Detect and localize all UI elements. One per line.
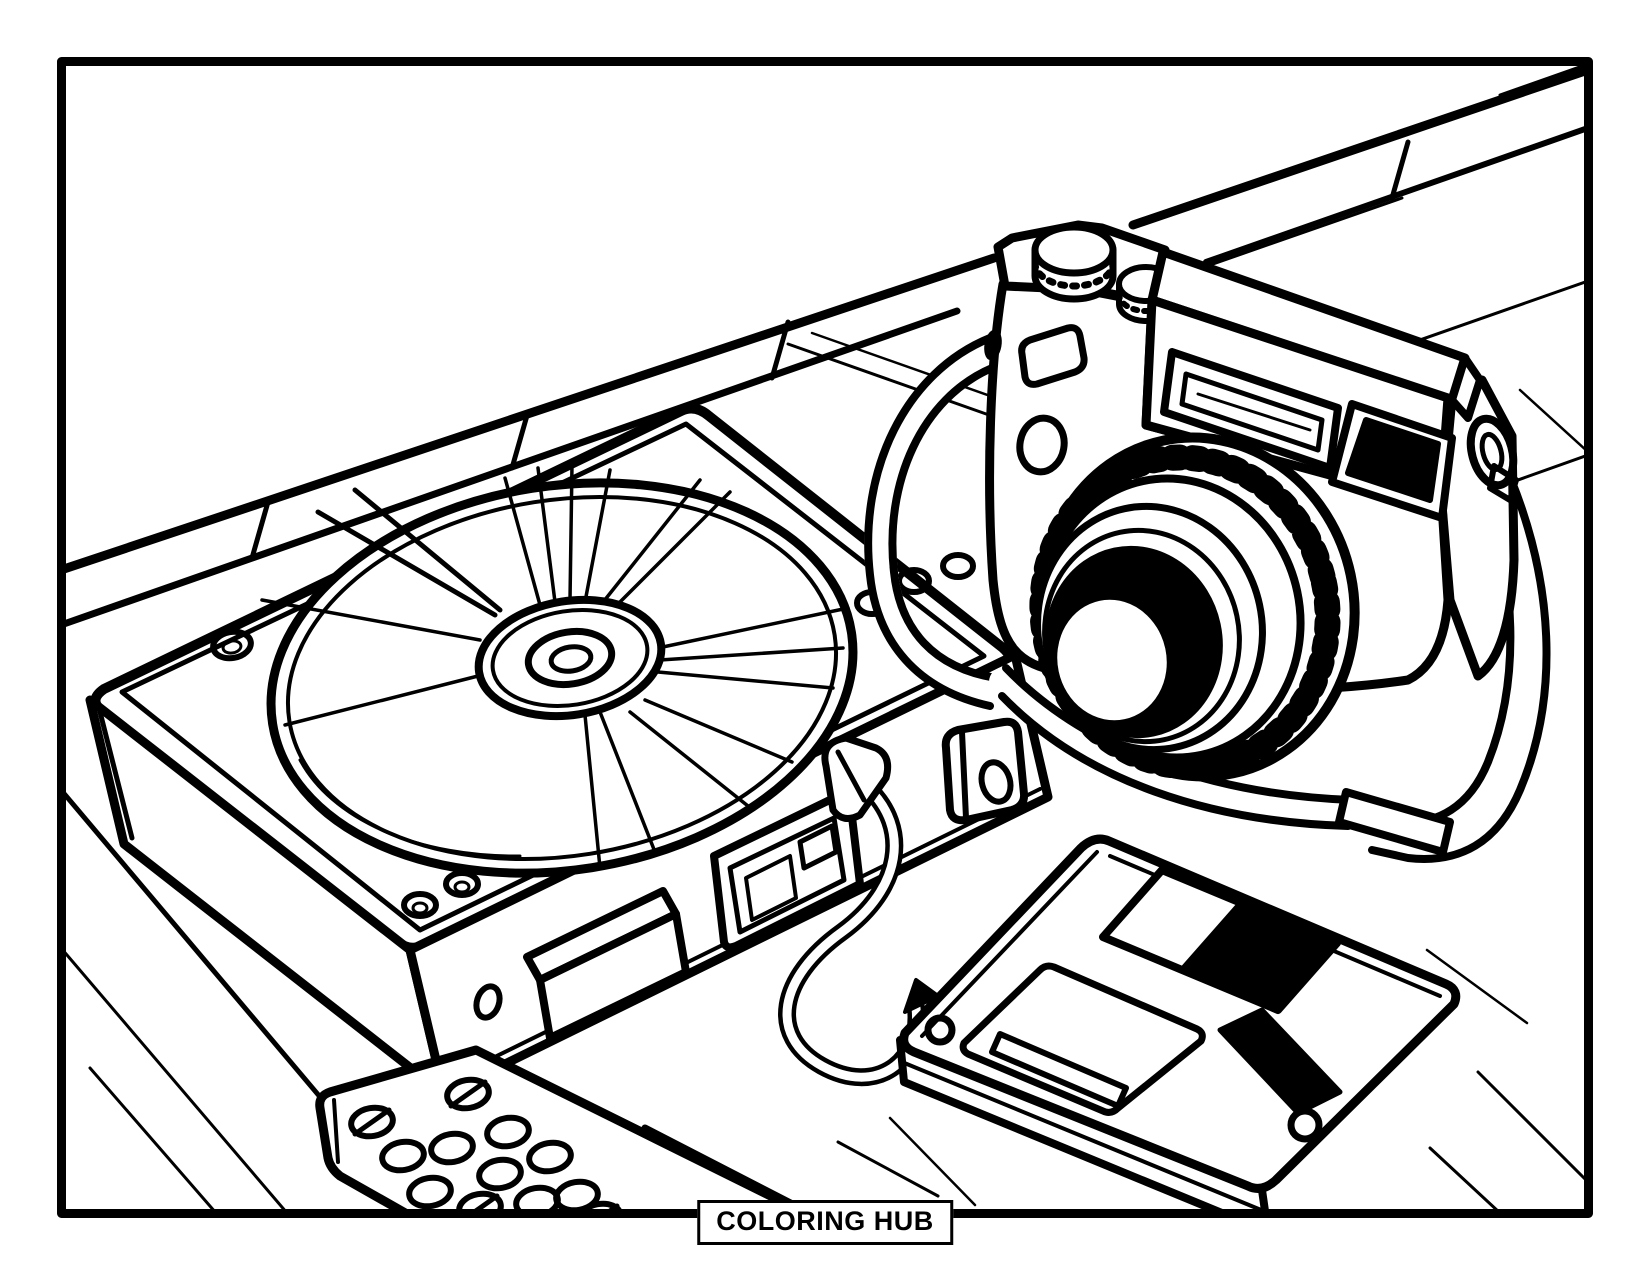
floppy-shutter: [1099, 866, 1341, 1014]
camera-lens: [1029, 432, 1360, 782]
camera-strap-right: [1335, 463, 1551, 863]
camera-illustration: [864, 220, 1551, 863]
power-cable: [778, 734, 940, 1087]
vinyl-disc: [260, 463, 858, 878]
floppy-disk-illustration: [896, 834, 1461, 1213]
shutter-dial: [1031, 223, 1117, 303]
turntable-illustration: [85, 403, 1053, 1099]
rangefinder-window: [1328, 400, 1456, 522]
brand-label-text: COLORING HUB: [716, 1206, 934, 1236]
strap-lug-ring: [1466, 414, 1519, 503]
viewfinder-window: [1160, 348, 1342, 472]
brand-label-box: COLORING HUB: [697, 1200, 953, 1245]
camera-button-round: [1016, 414, 1068, 476]
floppy-black-stripe: [1217, 1007, 1343, 1116]
turntable-switch-knob: [941, 717, 1029, 825]
remote-buttons: [348, 1076, 624, 1213]
camera-strap-left: [864, 334, 1009, 710]
camera-port: [1018, 324, 1088, 388]
remote-body: [315, 1045, 816, 1213]
remote-control-illustration: [315, 1045, 816, 1213]
turntable-power-button: [523, 887, 690, 1042]
